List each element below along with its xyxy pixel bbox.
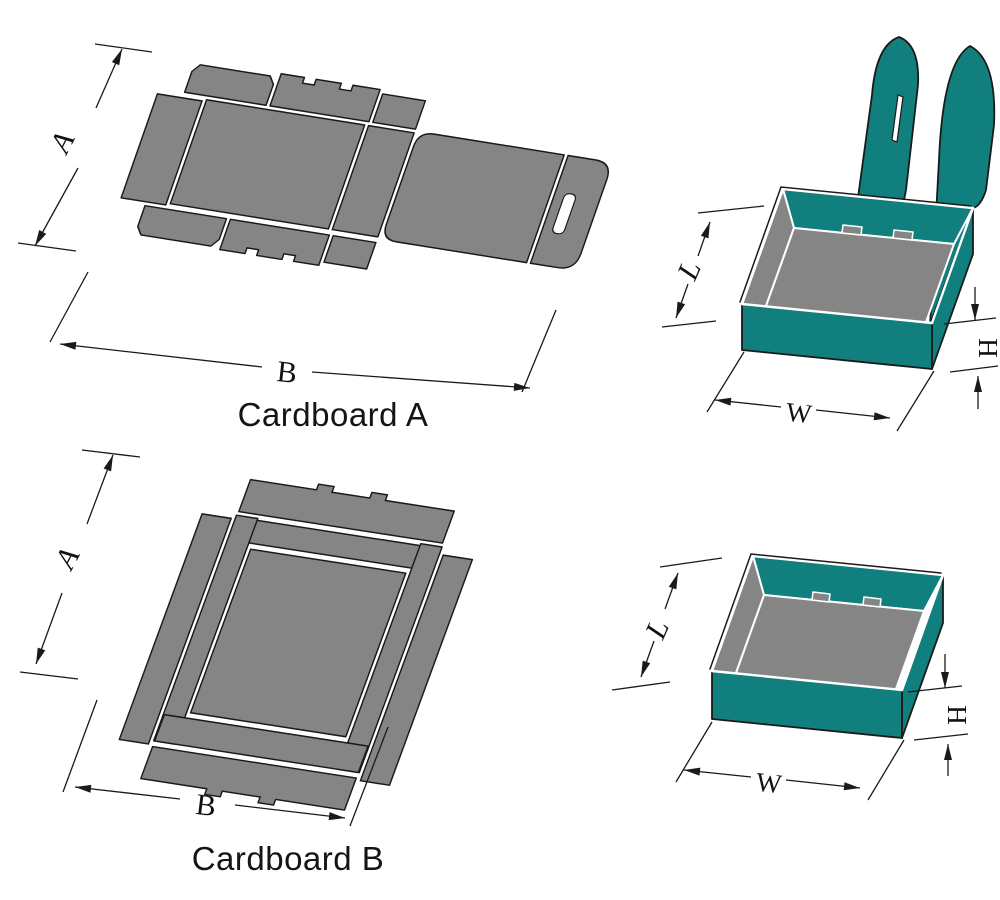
panel-right-wall-inner xyxy=(337,542,443,774)
floor-notch xyxy=(892,229,914,241)
extension-line xyxy=(659,557,723,568)
extension-line xyxy=(19,671,79,680)
dim-label-w: W xyxy=(785,397,814,430)
lid-handle-slot xyxy=(891,94,904,143)
dim-label-a: A xyxy=(43,126,82,160)
dim-line xyxy=(683,767,752,778)
box-open-dim-width: W xyxy=(706,351,935,432)
panel-end-wall-left xyxy=(120,93,203,206)
dim-label-h: H xyxy=(942,705,972,725)
panel-top-flap-end xyxy=(372,93,427,130)
extension-line xyxy=(907,685,963,693)
dim-label-b: B xyxy=(275,355,298,390)
cardboard-b-caption: Cardboard B xyxy=(192,840,385,877)
cardboard-b-figure: A B Cardboard B xyxy=(19,449,474,877)
silhouette-edge xyxy=(739,186,972,303)
extension-line xyxy=(675,721,713,783)
dim-line xyxy=(86,454,114,525)
rim-edge xyxy=(930,206,975,325)
dim-line xyxy=(640,640,655,678)
rim-edge xyxy=(710,554,755,673)
extension-line xyxy=(81,449,141,458)
dim-label-l: L xyxy=(671,256,708,286)
cardboard-a-caption: Cardboard A xyxy=(238,396,429,433)
cardboard-a-dim-height: A xyxy=(17,43,153,252)
dim-line xyxy=(59,341,263,368)
rim-edge xyxy=(781,187,975,210)
extension-line xyxy=(896,370,935,432)
extension-line xyxy=(17,242,77,252)
cardboard-a-dim-width: B xyxy=(49,271,557,393)
dim-line xyxy=(675,283,689,319)
box-open-figure: L W H xyxy=(661,36,1000,432)
dim-line xyxy=(35,592,63,665)
extension-line xyxy=(611,681,671,691)
dim-line xyxy=(664,572,679,610)
dim-line xyxy=(785,779,861,791)
rim-edge xyxy=(740,302,934,325)
dim-line xyxy=(74,784,181,800)
dim-label-h: H xyxy=(973,338,1000,358)
extension-line xyxy=(62,699,98,793)
extension-line xyxy=(867,739,905,801)
extension-line xyxy=(706,351,745,413)
rim-edge xyxy=(900,573,945,692)
rim-edge xyxy=(710,669,904,692)
floor-notch xyxy=(862,596,882,608)
cardboard-a-figure: A B Cardboard A xyxy=(17,43,610,433)
extension-line xyxy=(697,205,765,214)
box-tray-dim-height: H xyxy=(907,654,972,776)
panel-bottom-flap-end xyxy=(323,235,377,270)
dim-line xyxy=(311,371,531,391)
dim-line xyxy=(697,221,711,257)
panel-left-wall-outer xyxy=(118,513,232,745)
panel-bottom-flap-notched xyxy=(219,218,331,267)
floor-notch xyxy=(811,591,831,603)
extension-line xyxy=(913,733,969,741)
cardboard-b-dim-width: B xyxy=(62,699,389,827)
rim-edge xyxy=(740,187,785,306)
extension-line xyxy=(94,43,153,53)
extension-line xyxy=(661,320,717,328)
box-tray-figure: L W H xyxy=(611,553,972,801)
extension-line xyxy=(949,365,999,373)
cardboard-b-blank xyxy=(118,478,474,811)
dim-line xyxy=(34,167,79,247)
dim-line xyxy=(714,397,782,408)
panel-lid-top xyxy=(384,133,565,264)
panel-top-flap-notched xyxy=(269,73,381,123)
box-tray-dim-width: W xyxy=(675,721,905,801)
panel-bottom-wall-outer xyxy=(140,745,358,811)
extension-line xyxy=(349,726,389,827)
panel-box-bottom xyxy=(169,99,366,230)
dim-label-l: L xyxy=(639,615,676,645)
dim-label-a: A xyxy=(48,542,87,576)
dim-label-b: B xyxy=(194,788,218,823)
extension-line xyxy=(521,309,557,393)
box-open-dim-height: H xyxy=(943,287,1000,409)
floor-notch xyxy=(841,224,863,236)
rim-edge xyxy=(751,554,945,577)
panel-bottom-wall-inner xyxy=(153,713,369,774)
silhouette-edge xyxy=(709,553,942,670)
cardboard-a-blank xyxy=(120,64,610,270)
dim-line xyxy=(815,409,891,421)
dim-line xyxy=(234,804,346,821)
panel-tray-bottom xyxy=(189,548,407,738)
dim-label-w: W xyxy=(755,767,784,800)
box-tray-dim-length: L xyxy=(611,557,723,691)
panel-end-wall-right xyxy=(331,124,415,238)
handle-slot-cutout xyxy=(552,193,577,235)
panel-bottom-flap-small xyxy=(136,204,228,247)
panel-top-wall-outer xyxy=(238,478,456,544)
extension-line xyxy=(49,271,89,343)
dim-line xyxy=(95,48,123,109)
panel-top-flap-small xyxy=(183,64,275,106)
cardboard-b-dim-height: A xyxy=(19,449,141,680)
extension-line xyxy=(943,317,997,325)
